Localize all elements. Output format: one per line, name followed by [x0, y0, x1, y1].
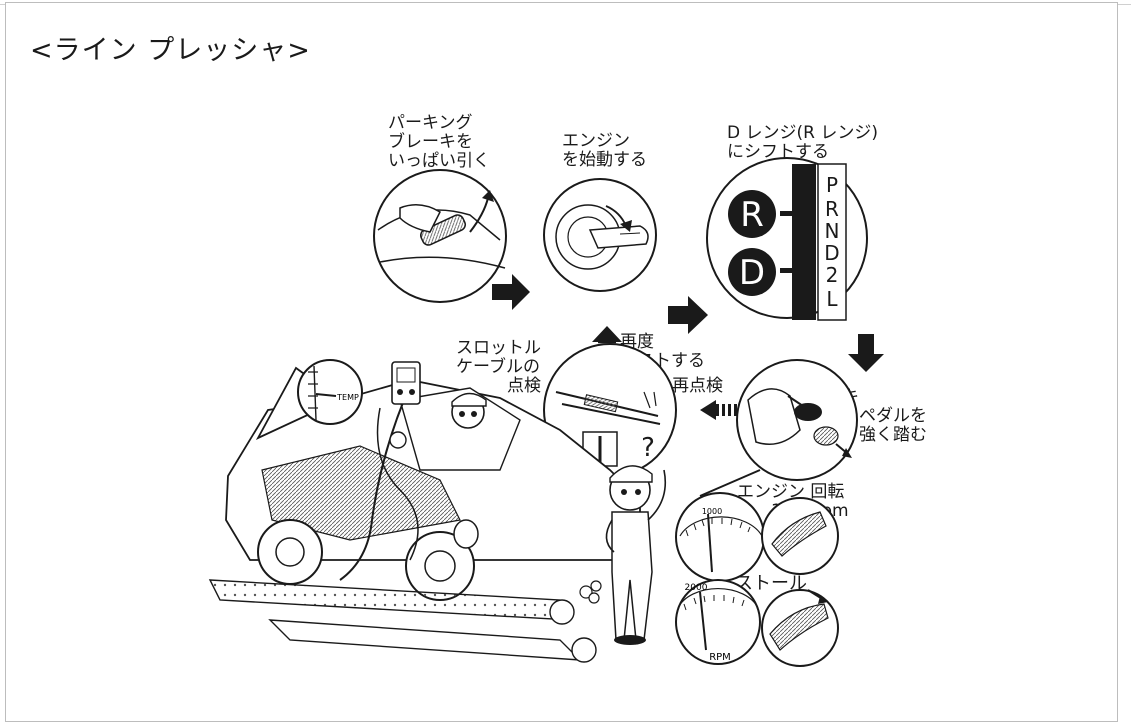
temp-gauge-circle: TEMP — [297, 359, 363, 425]
standing-mechanic — [605, 465, 667, 645]
question-mark: ? — [641, 433, 655, 463]
arrow-step-2 — [668, 296, 708, 334]
shift-pos-l: L — [826, 287, 838, 311]
arrow-step-1 — [492, 274, 530, 310]
shift-pos-d: D — [824, 241, 839, 265]
brake-pedal-circle — [736, 359, 858, 481]
parking-brake-circle — [373, 169, 507, 303]
tachometer-1000: 1000 — [675, 469, 765, 582]
shift-pos-r: R — [825, 197, 839, 221]
tach-2000-label: 2000 — [685, 583, 708, 593]
accelerator-pedal-1 — [761, 497, 839, 575]
shift-pos-p: P — [826, 173, 838, 197]
page-title: <ライン プレッシャ> — [30, 35, 311, 66]
tachometer-2000: 2000 RPM — [675, 579, 761, 665]
label-throttle-cable: スロットル ケーブルの 点検 — [456, 338, 541, 396]
shift-circle: R D P R N D 2 L — [706, 157, 868, 321]
ignition-circle — [543, 178, 657, 292]
arrow-step-3 — [848, 334, 884, 372]
recheck-arrow — [700, 400, 737, 420]
shift-letter-d: D — [739, 253, 765, 293]
pressure-gauge — [389, 361, 421, 449]
shift-pos-2: 2 — [826, 263, 839, 287]
accelerator-pedal-2 — [761, 589, 839, 667]
label-parking-brake: パーキング ブレーキを いっぱい引く — [388, 113, 490, 171]
label-shift-range: D レンジ(R レンジ) にシフトする — [727, 123, 878, 162]
car-scene — [208, 366, 641, 663]
label-start-engine: エンジン を始動する — [562, 131, 647, 170]
tach-rpm-label: RPM — [709, 652, 731, 663]
tach-1000-label: 1000 — [702, 507, 722, 516]
temp-label: TEMP — [336, 393, 359, 402]
label-stall: ストール — [735, 573, 807, 594]
shift-letter-r: R — [740, 195, 764, 235]
shift-pos-n: N — [825, 219, 840, 243]
label-recheck: 再点検 — [672, 376, 723, 396]
